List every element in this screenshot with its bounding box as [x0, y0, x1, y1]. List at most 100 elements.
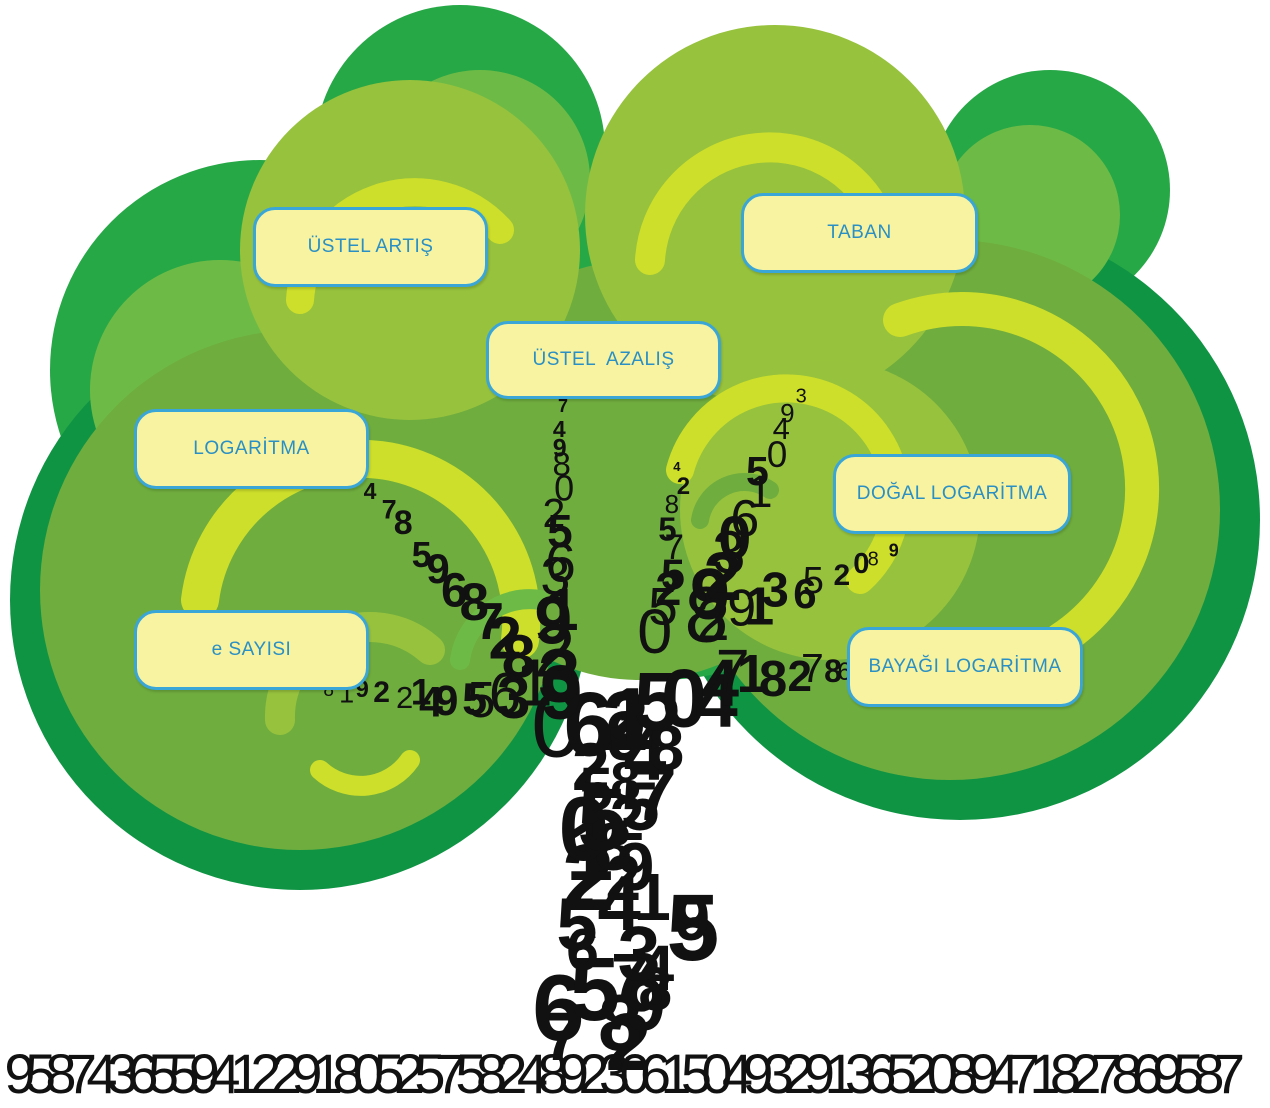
decor-digit: 2 [496, 1042, 527, 1103]
decor-digit: 5 [577, 769, 627, 869]
decor-digit: 9 [435, 677, 459, 725]
decor-digit: 2 [606, 842, 642, 914]
decor-digit: 7 [382, 495, 397, 525]
decor-digit: 3 [608, 679, 646, 755]
decor-digit: 8 [649, 712, 685, 784]
decor-digit: 5 [579, 755, 613, 823]
decor-digit: 6 [563, 675, 614, 776]
decor-digit: 8 [594, 809, 632, 885]
decor-digit: 2 [542, 490, 565, 536]
decor-digit: 4 [988, 1042, 1019, 1103]
decor-digit: 2 [373, 676, 390, 709]
decor-digit: 3 [538, 633, 580, 718]
decor-digit: 8 [759, 650, 787, 707]
decor-digit: 9 [4, 1042, 35, 1103]
decor-digit: 1 [634, 860, 671, 935]
decor-digit: 3 [540, 546, 570, 606]
decor-digit: 6 [566, 917, 599, 983]
decor-digit: 8 [394, 504, 413, 542]
decor-digit: 6 [793, 570, 816, 617]
decor-digit: 8 [45, 1042, 76, 1103]
decor-digit: 7 [1091, 1042, 1122, 1103]
decor-digit: 6 [441, 565, 468, 618]
decor-digit: 8 [502, 622, 536, 690]
decor-digit: 8 [685, 570, 729, 659]
decor-digit: 3 [763, 1042, 794, 1103]
decor-digit: 6 [489, 661, 521, 726]
decor-digit: 9 [553, 435, 567, 463]
decor-digit: 1 [747, 466, 772, 517]
decor-digit: 8 [476, 1042, 507, 1103]
decor-digit: 0 [718, 505, 751, 572]
decor-digit: 3 [712, 519, 745, 586]
decor-digit: 2 [788, 652, 812, 701]
decor-digit: 7 [475, 593, 504, 651]
decor-digit: 3 [107, 1042, 138, 1103]
decor-digit: 5 [168, 1042, 199, 1103]
decor-digit: 0 [637, 597, 672, 667]
decor-digit: 7 [435, 1042, 466, 1103]
decor-digit: 0 [619, 1042, 650, 1103]
decor-digit: 4 [553, 416, 566, 442]
decor-digit: 1 [312, 1042, 343, 1103]
decor-digit: 0 [554, 467, 574, 508]
decor-digit: 6 [1132, 1042, 1163, 1103]
decor-digit: 3 [497, 664, 530, 731]
decor-digit: 9 [534, 583, 572, 659]
decor-digit: 2 [605, 997, 651, 1088]
decor-digit: 9 [617, 829, 655, 905]
decor-digit: 1 [660, 1042, 691, 1103]
decor-digit: 8 [947, 1042, 978, 1103]
decor-digit: 2 [572, 729, 610, 805]
decor-digit: 2 [489, 604, 522, 671]
decor-digit: 8 [1193, 1042, 1224, 1103]
decor-digit: 4 [673, 459, 681, 474]
decor-digit: 2 [677, 473, 690, 500]
decor-digit: 2 [783, 1042, 814, 1103]
decor-digit: 8 [460, 573, 489, 632]
decor-digit: 6 [127, 1042, 158, 1103]
decor-digit: 0 [353, 1042, 384, 1103]
decor-digit: 2 [1070, 1042, 1101, 1103]
decor-digit: 1 [824, 1042, 855, 1103]
decor-digit: 9 [968, 1042, 999, 1103]
label-ustel-azalis: ÜSTEL AZALIŞ [486, 321, 721, 399]
decor-digit: 9 [291, 1042, 322, 1103]
decor-digit: 1 [230, 1042, 261, 1103]
decor-digit: 4 [773, 411, 790, 446]
decor-digit: 1 [737, 644, 767, 704]
decor-digit: 8 [553, 446, 571, 483]
decor-digit: 6 [532, 955, 584, 1060]
decor-digit: 2 [610, 785, 644, 854]
decor-digit: 8 [610, 750, 641, 812]
decor-digit: 5 [412, 534, 432, 575]
decor-digit: 2 [578, 1042, 609, 1103]
decor-digit: 1 [411, 672, 432, 713]
decor-digit: 5 [648, 577, 677, 636]
decor-digit: 7 [1009, 1042, 1040, 1103]
decor-digit: 2 [655, 562, 681, 615]
decor-digit: 9 [690, 555, 730, 635]
decor-digit: 8 [332, 1042, 363, 1103]
decor-digit: 5 [148, 1042, 179, 1103]
decor-digit: 8 [537, 1042, 568, 1103]
decor-digit: 7 [543, 998, 581, 1075]
decor-digit: 9 [606, 697, 645, 775]
decor-digit: 4 [696, 658, 738, 743]
decor-digit: 5 [886, 1042, 917, 1103]
decor-digit: 7 [558, 396, 568, 416]
decor-digit: 4 [624, 711, 667, 797]
decor-digit: 5 [661, 551, 685, 599]
decor-digit: 1 [515, 645, 552, 720]
decor-digit: 7 [611, 940, 648, 1015]
decor-digit: 2 [394, 1042, 425, 1103]
decor-digit: 0 [531, 674, 582, 776]
label-logaritma: LOGARİTMA [134, 409, 369, 489]
decor-digit: 4 [722, 1042, 753, 1103]
decor-digit: 4 [702, 646, 739, 721]
decor-digit: 7 [716, 637, 750, 705]
decor-digit: 1 [546, 577, 579, 643]
decor-digit: 0 [661, 652, 707, 745]
